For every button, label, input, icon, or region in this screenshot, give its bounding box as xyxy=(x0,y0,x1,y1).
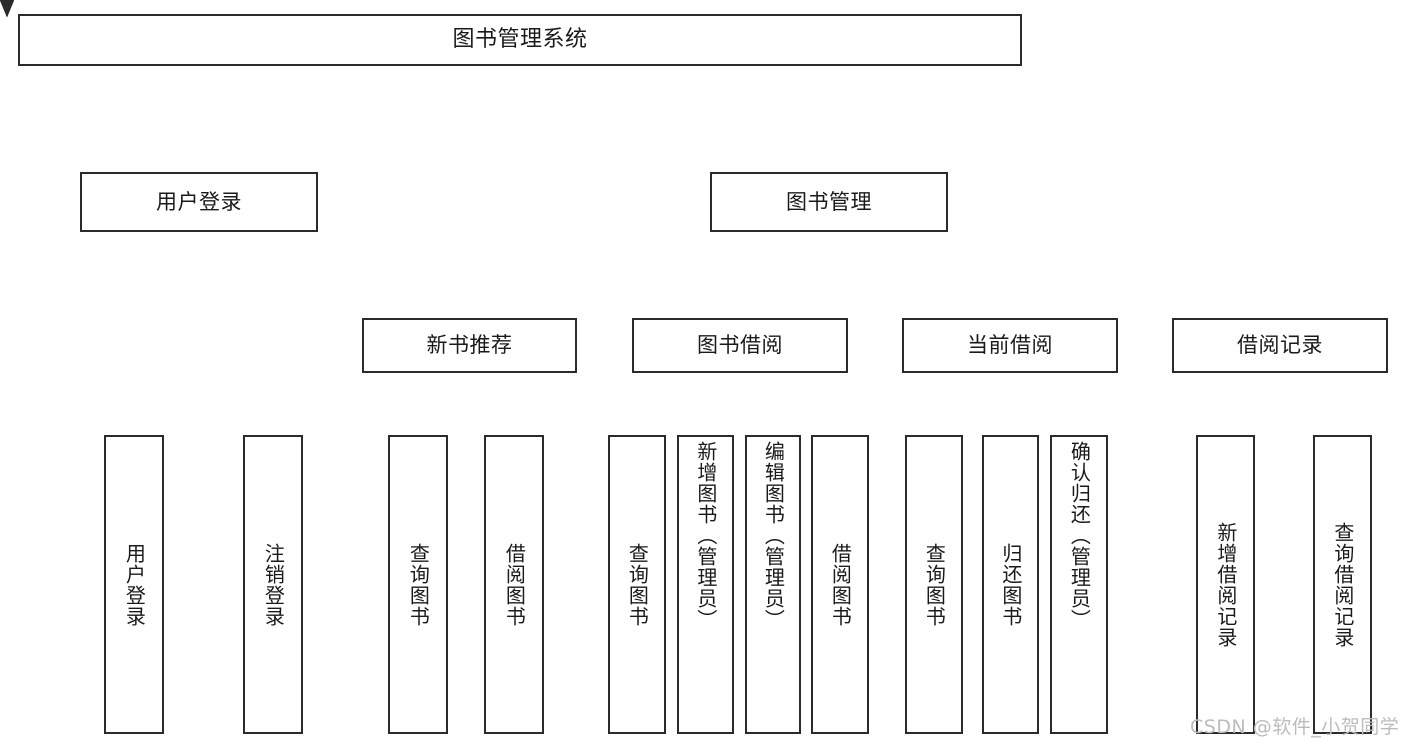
leaf-user-login[interactable]: 用户登录 xyxy=(104,435,164,734)
node-new-book-recommend[interactable]: 新书推荐 xyxy=(362,318,577,373)
arrow-group4-leaf-b xyxy=(0,0,14,17)
leaf-borrow-book-label: 借阅图书 xyxy=(828,542,853,627)
leaf-query-book-current[interactable]: 查询图书 xyxy=(905,435,963,734)
node-user-login[interactable]: 用户登录 xyxy=(80,172,318,232)
leaf-add-borrow-record[interactable]: 新增借阅记录 xyxy=(1196,435,1255,734)
leaf-add-book-admin[interactable]: 新增图书（管理员） xyxy=(677,435,734,734)
leaf-logout-label: 注销登录 xyxy=(261,542,286,627)
node-book-management-label: 图书管理 xyxy=(786,189,872,214)
leaf-borrow-book-recommend-label: 借阅图书 xyxy=(502,542,527,627)
leaf-query-book-recommend-label: 查询图书 xyxy=(406,542,431,627)
leaf-query-book-borrow[interactable]: 查询图书 xyxy=(608,435,666,734)
leaf-query-book-borrow-label: 查询图书 xyxy=(625,542,650,627)
node-root[interactable]: 图书管理系统 xyxy=(18,14,1022,66)
leaf-add-borrow-record-label: 新增借阅记录 xyxy=(1213,521,1238,648)
leaf-add-book-admin-label: 新增图书（管理员） xyxy=(693,441,718,630)
leaf-confirm-return-admin-label: 确认归还（管理员） xyxy=(1067,441,1092,630)
node-current-borrow[interactable]: 当前借阅 xyxy=(902,318,1118,373)
leaf-query-book-current-label: 查询图书 xyxy=(922,542,947,627)
leaf-return-book-label: 归还图书 xyxy=(998,542,1023,627)
leaf-edit-book-admin[interactable]: 编辑图书（管理员） xyxy=(745,435,801,734)
watermark: CSDN @软件_小贺同学 xyxy=(1190,716,1400,738)
leaf-logout[interactable]: 注销登录 xyxy=(243,435,303,734)
leaf-user-login-label: 用户登录 xyxy=(122,542,147,627)
leaf-query-borrow-record[interactable]: 查询借阅记录 xyxy=(1313,435,1372,734)
leaf-return-book[interactable]: 归还图书 xyxy=(982,435,1039,734)
node-user-login-label: 用户登录 xyxy=(156,189,242,214)
node-root-label: 图书管理系统 xyxy=(452,27,588,53)
node-new-book-recommend-label: 新书推荐 xyxy=(426,333,513,358)
leaf-edit-book-admin-label: 编辑图书（管理员） xyxy=(761,441,786,630)
leaf-borrow-book[interactable]: 借阅图书 xyxy=(811,435,869,734)
node-borrow-record-label: 借阅记录 xyxy=(1237,333,1323,358)
leaf-query-borrow-record-label: 查询借阅记录 xyxy=(1330,521,1355,648)
leaf-confirm-return-admin[interactable]: 确认归还（管理员） xyxy=(1050,435,1108,734)
node-book-management[interactable]: 图书管理 xyxy=(710,172,948,232)
node-book-borrow-label: 图书借阅 xyxy=(697,333,783,358)
node-borrow-record[interactable]: 借阅记录 xyxy=(1172,318,1388,373)
node-book-borrow[interactable]: 图书借阅 xyxy=(632,318,848,373)
leaf-query-book-recommend[interactable]: 查询图书 xyxy=(388,435,448,734)
node-current-borrow-label: 当前借阅 xyxy=(967,333,1053,358)
leaf-borrow-book-recommend[interactable]: 借阅图书 xyxy=(484,435,544,734)
